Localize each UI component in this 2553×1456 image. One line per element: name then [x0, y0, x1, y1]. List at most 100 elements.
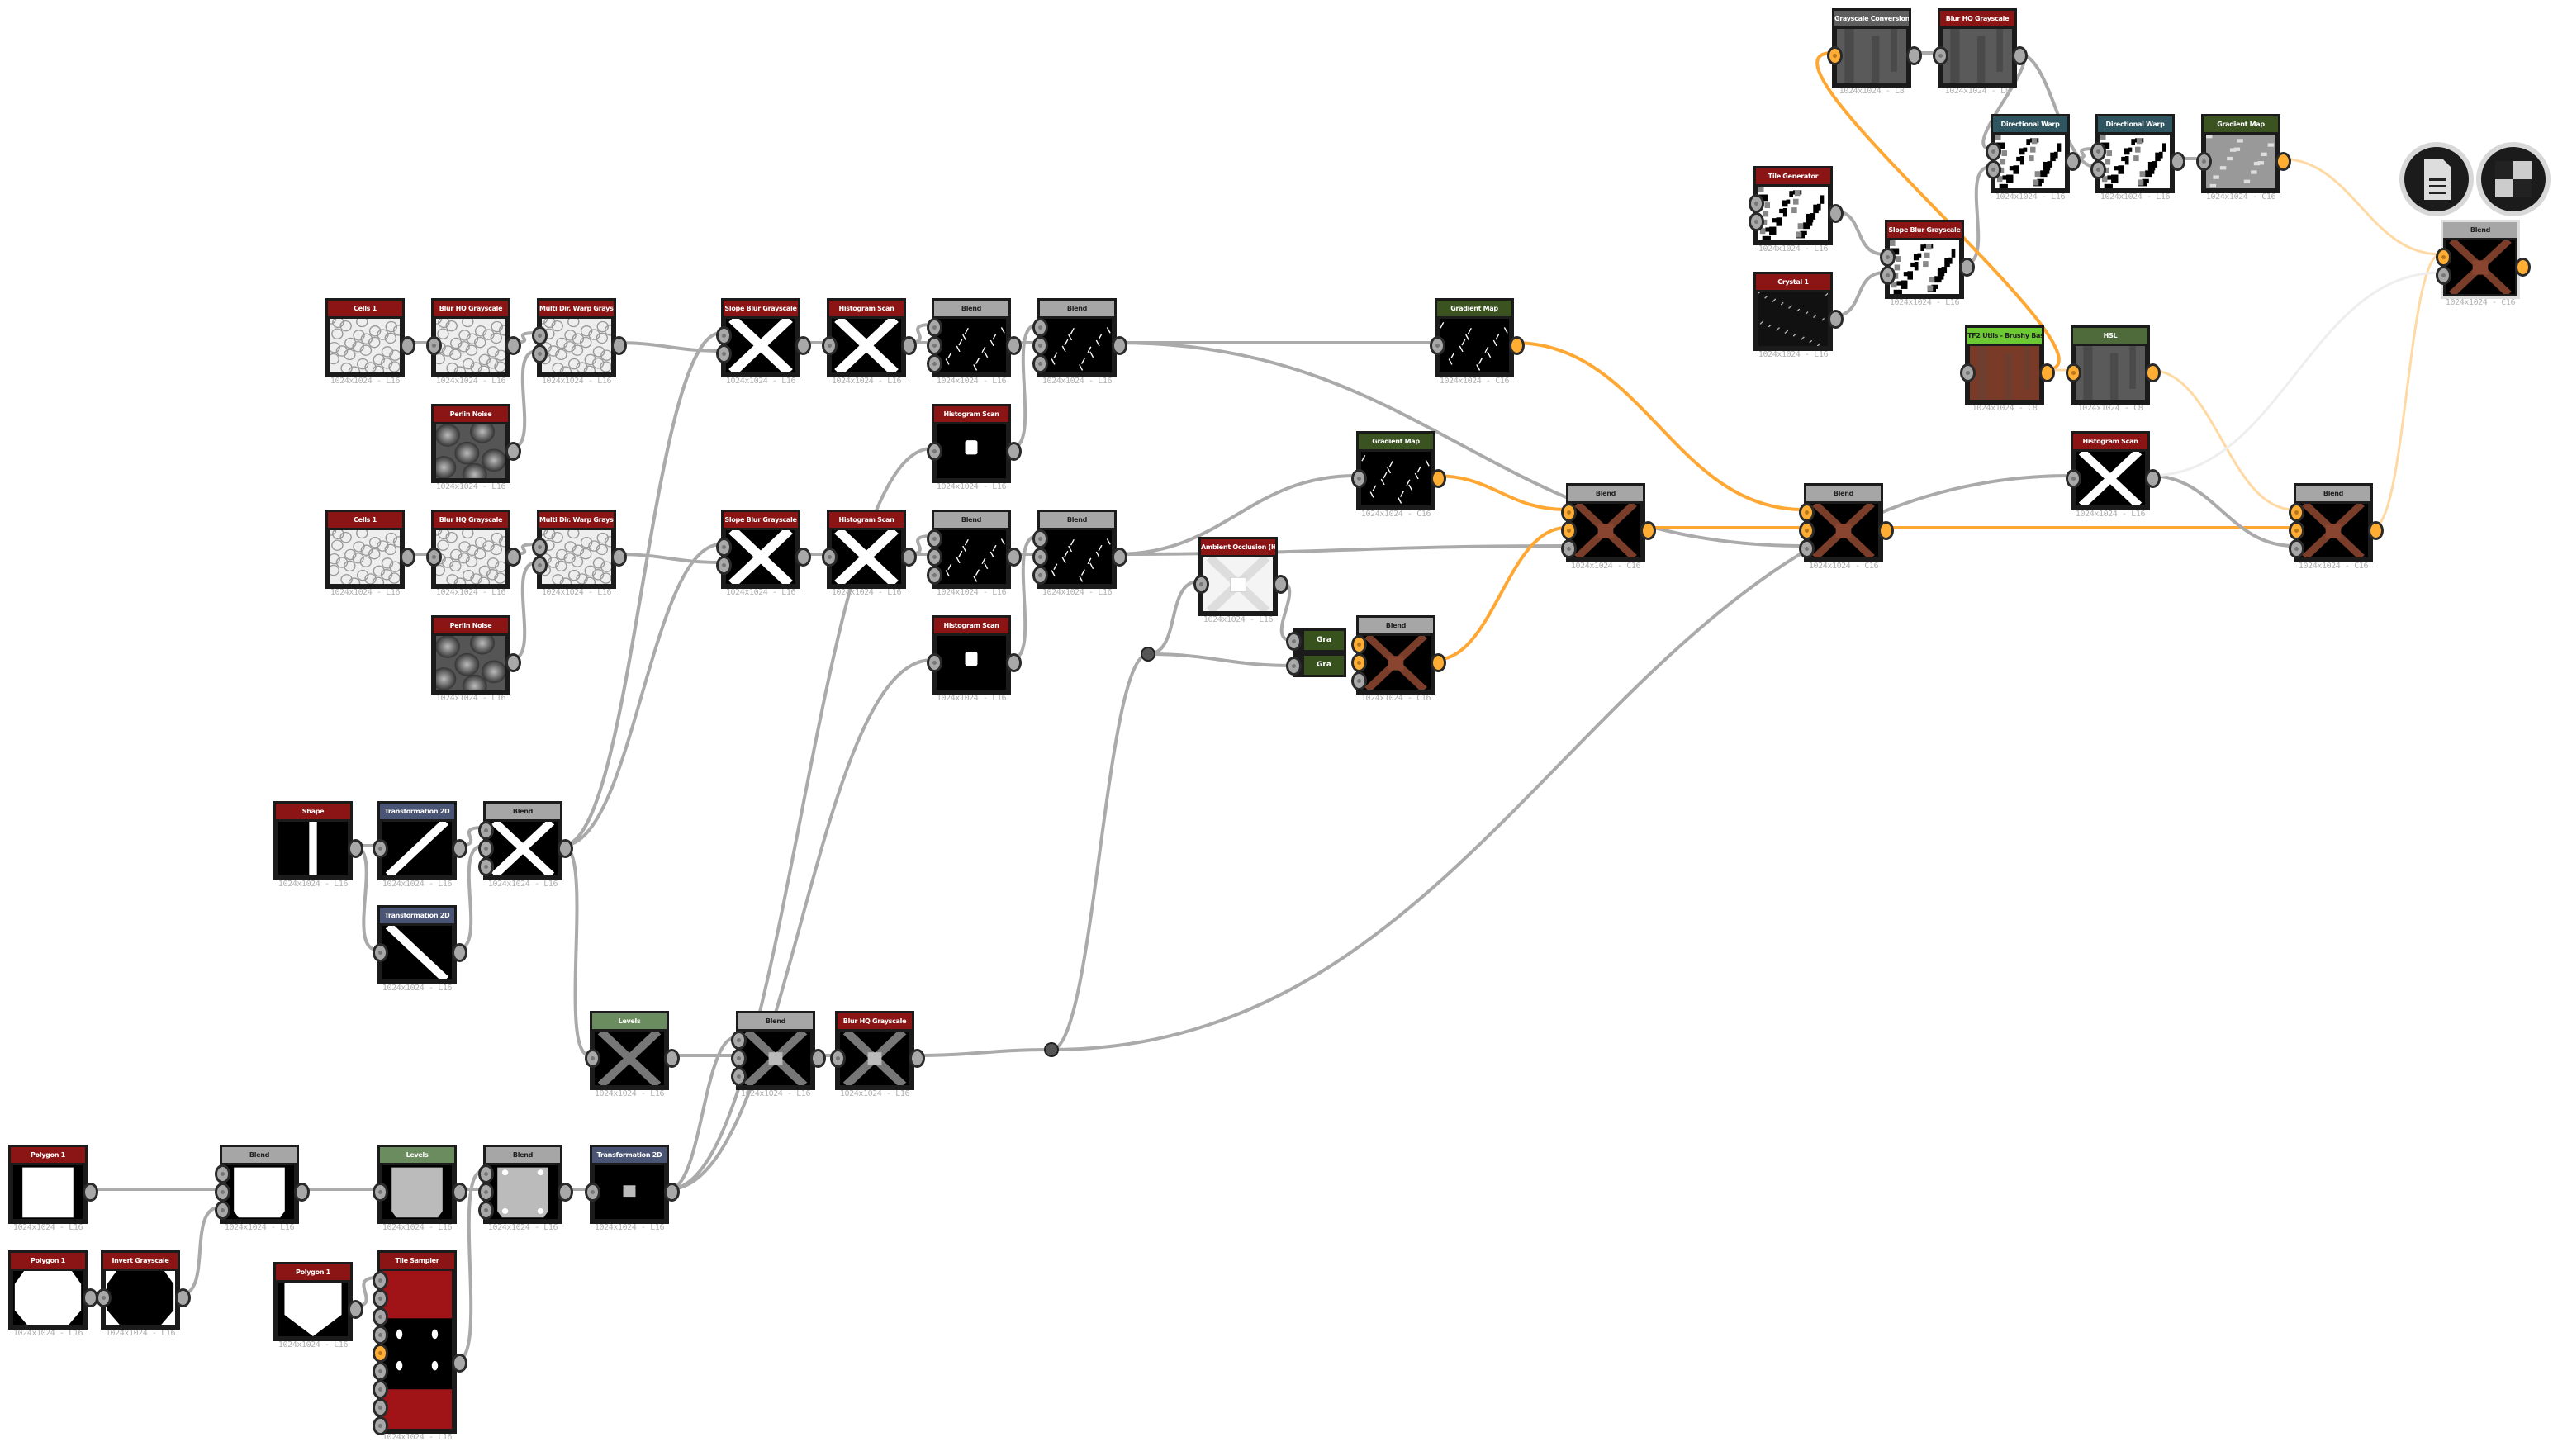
- output-port[interactable]: [1828, 310, 1844, 329]
- output-port[interactable]: [611, 336, 627, 355]
- input-port[interactable]: [1986, 142, 2001, 161]
- input-port[interactable]: [1799, 503, 1815, 522]
- input-port[interactable]: [373, 1307, 388, 1326]
- output-port[interactable]: [294, 1183, 310, 1202]
- output-port[interactable]: [2145, 469, 2161, 488]
- input-port[interactable]: [215, 1183, 230, 1202]
- output-port[interactable]: [909, 1049, 925, 1068]
- input-port[interactable]: [1351, 653, 1367, 672]
- input-port[interactable]: [1351, 635, 1367, 654]
- input-port[interactable]: [2196, 152, 2212, 171]
- output-port[interactable]: [664, 1183, 680, 1202]
- input-port[interactable]: [478, 857, 494, 876]
- input-port[interactable]: [927, 566, 942, 585]
- input-port[interactable]: [716, 556, 732, 575]
- node-gra-1[interactable]: Gra: [1304, 631, 1344, 650]
- input-port[interactable]: [1880, 266, 1896, 285]
- input-port[interactable]: [373, 1183, 388, 1202]
- output-port[interactable]: [901, 548, 917, 567]
- output-port[interactable]: [1906, 46, 1922, 65]
- input-port[interactable]: [2090, 160, 2106, 179]
- output-port[interactable]: [611, 548, 627, 567]
- output-port[interactable]: [1431, 653, 1446, 672]
- output-port[interactable]: [505, 653, 521, 672]
- input-port[interactable]: [1749, 212, 1764, 231]
- input-port[interactable]: [96, 1288, 112, 1307]
- input-port[interactable]: [373, 1289, 388, 1308]
- input-port[interactable]: [1799, 539, 1815, 558]
- input-port[interactable]: [927, 318, 942, 337]
- input-port[interactable]: [2436, 266, 2451, 285]
- input-port[interactable]: [1032, 548, 1048, 567]
- input-port[interactable]: [2289, 521, 2304, 540]
- document-list-icon[interactable]: [2399, 142, 2474, 216]
- output-port[interactable]: [795, 336, 811, 355]
- input-port[interactable]: [1561, 521, 1577, 540]
- input-port[interactable]: [585, 1049, 600, 1068]
- output-port[interactable]: [664, 1049, 680, 1068]
- output-port[interactable]: [505, 336, 521, 355]
- input-port[interactable]: [1960, 363, 1976, 382]
- input-port[interactable]: [532, 326, 548, 345]
- reroute-dot[interactable]: [1044, 1042, 1059, 1057]
- input-port[interactable]: [1933, 46, 1948, 65]
- output-port[interactable]: [2170, 152, 2185, 171]
- output-port[interactable]: [1828, 204, 1844, 223]
- input-port[interactable]: [1032, 318, 1048, 337]
- input-port[interactable]: [532, 344, 548, 363]
- output-port[interactable]: [2515, 258, 2531, 277]
- output-port[interactable]: [400, 336, 415, 355]
- output-port[interactable]: [348, 839, 363, 858]
- input-port[interactable]: [1286, 632, 1302, 651]
- input-port[interactable]: [731, 1067, 747, 1086]
- output-port[interactable]: [1431, 469, 1446, 488]
- input-port[interactable]: [1193, 575, 1209, 594]
- input-port[interactable]: [1561, 503, 1577, 522]
- input-port[interactable]: [373, 1416, 388, 1435]
- input-port[interactable]: [2436, 248, 2451, 267]
- input-port[interactable]: [2289, 539, 2304, 558]
- input-port[interactable]: [2289, 503, 2304, 522]
- output-port[interactable]: [1640, 521, 1656, 540]
- output-port[interactable]: [452, 943, 467, 962]
- output-port[interactable]: [2012, 46, 2028, 65]
- input-port[interactable]: [731, 1031, 747, 1050]
- input-port[interactable]: [373, 1326, 388, 1345]
- output-port[interactable]: [1509, 336, 1525, 355]
- output-port[interactable]: [1006, 336, 1022, 355]
- input-port[interactable]: [373, 1362, 388, 1381]
- input-port[interactable]: [2066, 363, 2081, 382]
- input-port[interactable]: [927, 442, 942, 461]
- input-port[interactable]: [1032, 336, 1048, 355]
- input-port[interactable]: [1880, 248, 1896, 267]
- input-port[interactable]: [373, 1271, 388, 1290]
- input-port[interactable]: [1749, 194, 1764, 213]
- input-port[interactable]: [373, 1380, 388, 1399]
- output-port[interactable]: [2275, 152, 2291, 171]
- output-port[interactable]: [558, 839, 573, 858]
- output-port[interactable]: [1006, 442, 1022, 461]
